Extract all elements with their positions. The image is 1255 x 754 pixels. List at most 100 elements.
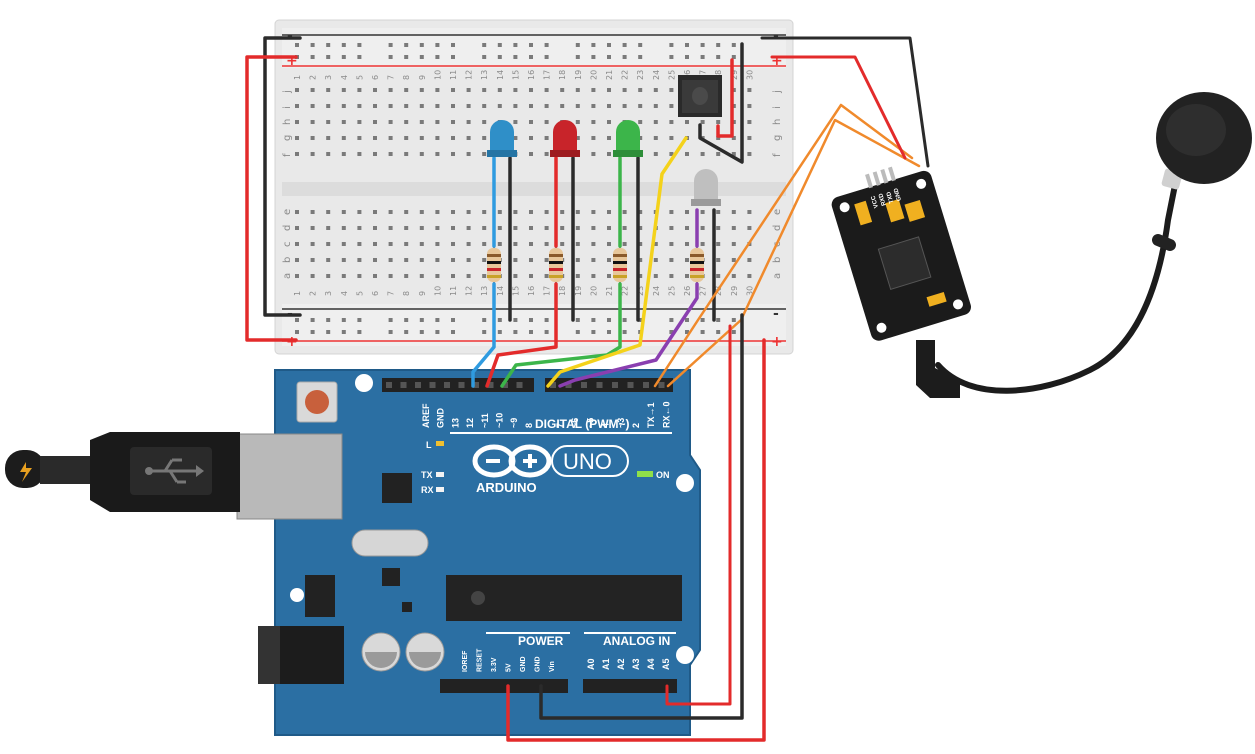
column-number: 3 [324, 291, 333, 296]
rail-plus-top-left: + [286, 53, 298, 69]
digital-pin-label: 4 [601, 423, 611, 428]
module-pin-label: TXD [886, 190, 895, 204]
mounting-hole [676, 474, 694, 492]
column-number: 7 [387, 75, 396, 80]
column-number: 14 [496, 70, 505, 80]
wire-ir-vcc [716, 58, 734, 138]
power-pin-label: 3.3V [491, 657, 498, 672]
column-number: 28 [714, 70, 723, 80]
column-number: 5 [355, 291, 364, 296]
usb-icon [150, 458, 196, 484]
power-pin-label: IOREF [462, 650, 469, 672]
digital-pin-label: 12 [465, 418, 475, 428]
column-number: 9 [418, 291, 427, 296]
row-letter: c [282, 242, 293, 248]
column-number: 21 [605, 70, 614, 80]
rail-minus-top-left: - [287, 28, 293, 44]
crystal-oscillator [351, 529, 429, 557]
column-number: 21 [605, 286, 614, 296]
power-pin-label: Vin [549, 661, 556, 672]
arduino-wordmark: ARDUINO [476, 480, 537, 495]
digital-pin-label: 8 [524, 423, 534, 428]
column-number: 1 [293, 75, 302, 80]
column-number: 23 [636, 70, 645, 80]
mounting-hole [290, 588, 304, 602]
power-pin-label: RESET [477, 648, 484, 672]
usb-jack [236, 433, 343, 520]
digital-pin-label: GND [436, 408, 446, 429]
digital-pwm-label: DIGITAL (PWM~) [535, 417, 630, 431]
column-number: 6 [371, 75, 380, 80]
column-number: 3 [324, 75, 333, 80]
column-number: 15 [511, 286, 520, 296]
atmega-chip [446, 575, 682, 621]
led-green [613, 120, 643, 157]
analog-pin-label: A0 [586, 658, 596, 670]
l-led-label: L [426, 440, 432, 450]
row-letter: h [772, 119, 783, 125]
column-number: 5 [355, 75, 364, 80]
row-letter: e [772, 209, 783, 215]
column-number: 15 [511, 70, 520, 80]
row-letter: h [282, 119, 293, 125]
row-letter: j [282, 90, 293, 94]
column-number: 18 [558, 70, 567, 80]
ir-receiver [678, 75, 722, 117]
digital-pin-label: RX←0 [661, 401, 671, 428]
column-number: 14 [496, 286, 505, 296]
wire-gnd-rail-jumper [263, 36, 302, 317]
column-number: 4 [340, 75, 349, 80]
power-pin-label: GND [520, 656, 527, 672]
row-letter: d [772, 225, 783, 231]
column-number: 29 [730, 70, 739, 80]
on-label: ON [656, 470, 670, 480]
module-pin-label: RXD [878, 192, 888, 207]
on-led [637, 471, 653, 477]
column-number: 24 [652, 286, 661, 296]
wire-arduino-5v [506, 338, 766, 742]
column-number: 19 [574, 70, 583, 80]
wire-module-vcc [770, 55, 907, 160]
column-number: 16 [527, 70, 536, 80]
column-number: 17 [543, 286, 552, 296]
wire-pin12 [471, 282, 496, 388]
usb-chip [382, 473, 412, 503]
power-label: POWER [518, 634, 564, 648]
column-number: 20 [589, 70, 598, 80]
tx-led [436, 472, 444, 477]
analog-pin-label: A1 [601, 658, 611, 670]
wire-arduino-gnd [539, 313, 744, 720]
wire-pin6 [558, 282, 699, 388]
reset-button-cap[interactable] [305, 390, 329, 414]
voltage-regulator [305, 575, 335, 617]
row-letter: f [772, 153, 783, 157]
column-number: 11 [449, 286, 458, 296]
row-letter: i [772, 106, 783, 109]
column-number: 30 [745, 286, 754, 296]
column-number: 27 [699, 70, 708, 80]
column-number: 11 [449, 70, 458, 80]
row-letter: d [282, 225, 293, 231]
column-number: 12 [465, 286, 474, 296]
digital-header-right [545, 378, 673, 392]
column-number: 22 [621, 70, 630, 80]
column-number: 25 [667, 286, 676, 296]
small-regulator [402, 602, 412, 612]
row-letter: f [282, 153, 293, 157]
mic-connector [916, 340, 960, 398]
microphone-icon [916, 92, 1252, 398]
usb-cable [5, 432, 240, 512]
column-number: 16 [527, 286, 536, 296]
power-pin-label: 5V [506, 663, 513, 672]
analog-header [583, 679, 677, 693]
column-number: 18 [558, 286, 567, 296]
rail-plus-bottom-right: + [771, 334, 783, 350]
